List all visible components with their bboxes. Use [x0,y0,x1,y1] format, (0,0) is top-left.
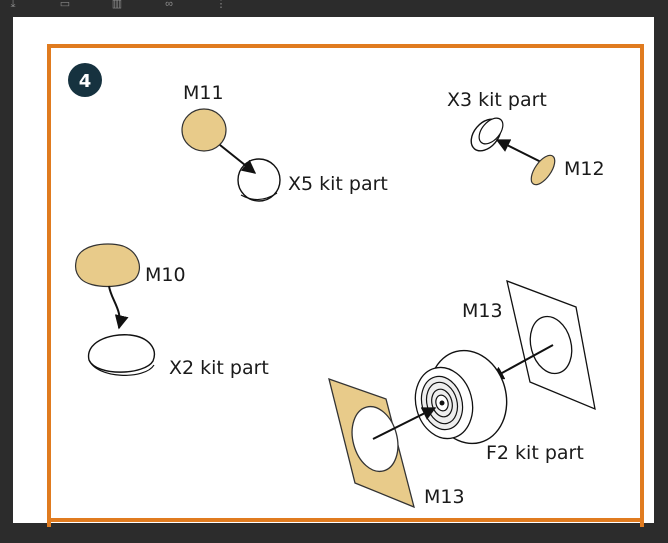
viewer-toolbar: ⤓ ▭ ▥ ∞ ⋮ [0,0,668,16]
label-m13-top: M13 [462,300,503,322]
print-icon[interactable]: ▭ [59,0,71,10]
arrow-m12 [495,139,544,164]
wheel-assembly: M13 F2 kit part M13 [328,279,596,509]
assembly-diagram: 4 M11 X5 kit part X3 kit part M12 M10 [68,63,605,509]
m12-part [530,154,556,186]
label-x2: X2 kit part [169,357,269,379]
m11-part [181,108,227,152]
label-m12: M12 [564,158,605,180]
m11-assembly: M11 X5 kit part [181,82,388,202]
label-m10: M10 [145,264,186,286]
label-m13-bottom: M13 [424,486,465,508]
image-viewer: 4 M11 X5 kit part X3 kit part M12 M10 [13,17,654,527]
m10-part [74,243,140,288]
arrow-m13-bottom [372,407,437,440]
step-number: 4 [79,71,92,92]
link-icon[interactable]: ∞ [165,0,173,10]
label-x3: X3 kit part [447,89,547,111]
label-x5: X5 kit part [288,173,388,195]
more-icon[interactable]: ⋮ [215,0,227,10]
label-m11: M11 [183,82,224,104]
view-icon[interactable]: ▥ [111,0,123,10]
label-f2: F2 kit part [486,442,584,464]
m10-assembly: M10 X2 kit part [74,243,269,379]
arrow-m10 [108,285,129,330]
frame-bottom-edge [47,518,644,522]
m12-assembly: X3 kit part M12 [447,89,605,186]
download-icon[interactable]: ⤓ [10,0,16,10]
step-badge: 4 [68,63,102,97]
arrow-m13-top [489,344,554,380]
f2-wheel [414,349,508,445]
instruction-frame [47,44,644,527]
x2-kit-part-shape [87,334,155,373]
arrow-m11 [219,144,257,174]
